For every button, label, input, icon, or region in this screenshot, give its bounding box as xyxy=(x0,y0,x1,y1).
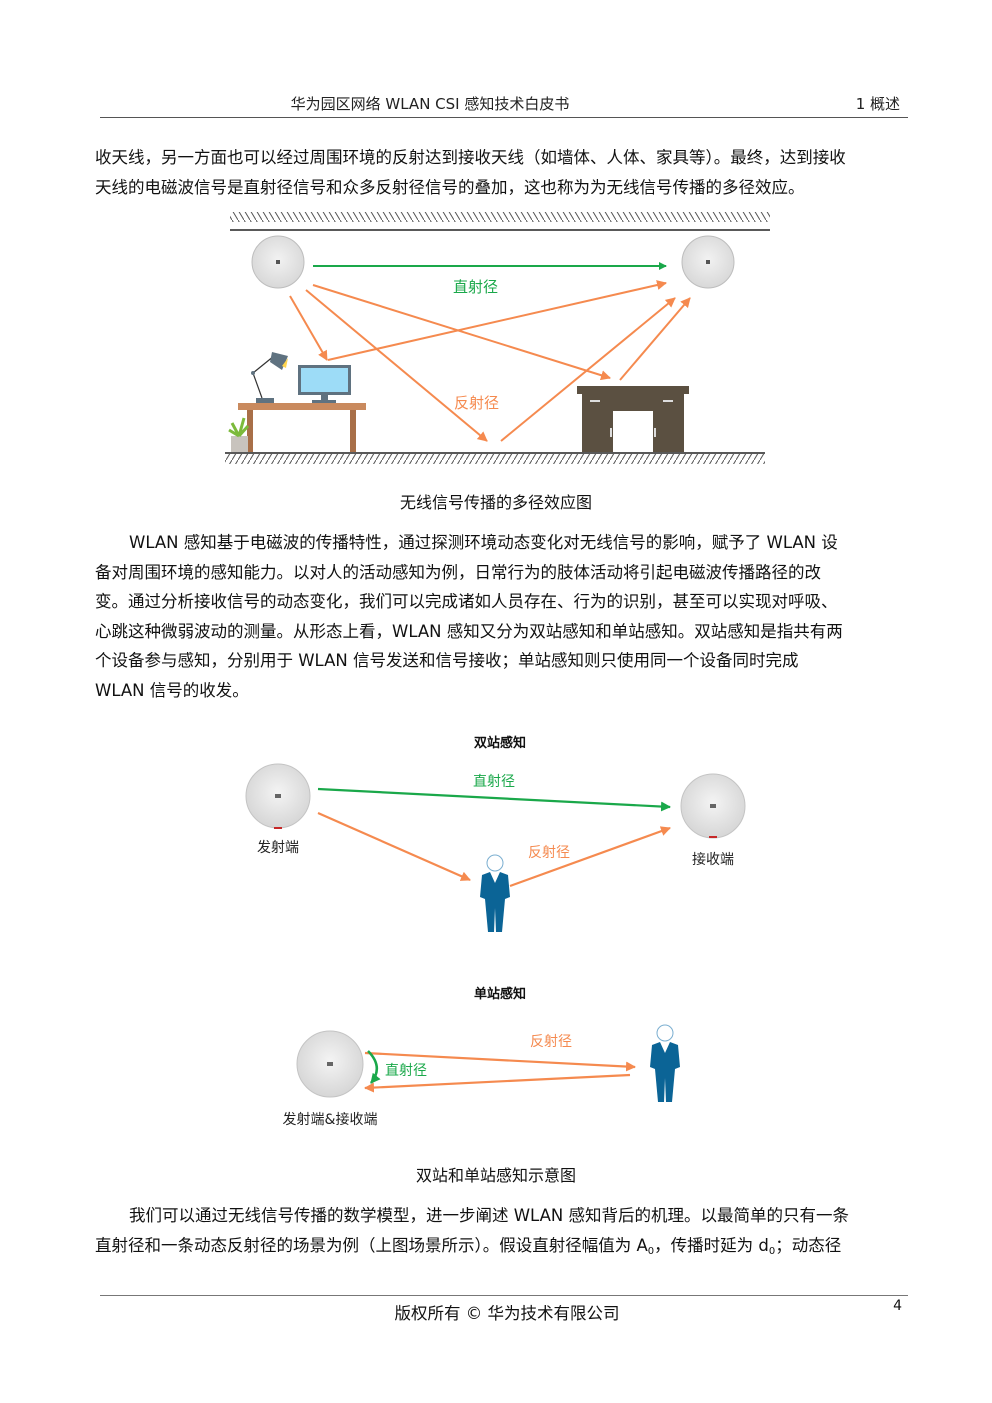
access-point-transmitter-icon xyxy=(251,235,305,289)
cabinet-desk-illustration xyxy=(577,386,689,452)
text-line: 备对周围环境的感知能力。以对人的活动感知为例，日常行为的肢体活动将引起电磁波传播… xyxy=(95,562,821,582)
transmitter-label: 发射端 xyxy=(257,840,299,856)
monostatic-direct-label: 直射径 xyxy=(385,1062,427,1079)
paragraph-multipath-intro: 收天线，另一方面也可以经过周围环境的反射达到接收天线（如墙体、人体、家具等）。最… xyxy=(95,143,905,202)
header-divider xyxy=(100,117,908,118)
subscript: 0 xyxy=(768,1245,776,1257)
reflect-arrow xyxy=(305,289,488,442)
page-number: 4 xyxy=(893,1298,902,1314)
text-line: 个设备参与感知，分别用于 WLAN 信号发送和信号接收；单站感知则只使用同一个设… xyxy=(95,651,799,670)
bistatic-receiver-ap-icon xyxy=(680,773,746,839)
figure1-caption: 无线信号传播的多径效应图 xyxy=(399,493,592,512)
monostatic-reflect-label: 反射径 xyxy=(530,1034,572,1050)
reflected-path-arrows xyxy=(289,280,691,442)
office-desk-illustration xyxy=(228,352,366,452)
reflect-arrow xyxy=(312,284,611,381)
text-line: WLAN 感知基于电磁波的传播特性，通过探测环境动态变化对无线信号的影响，赋予了… xyxy=(129,533,838,552)
bistatic-direct-arrow xyxy=(317,787,671,812)
bistatic-reflect-label: 反射径 xyxy=(528,845,570,861)
text-line: 直射径和一条动态反射径的场景为例（上图场景所示）。假设直射径幅值为 A0，传播时… xyxy=(95,1231,905,1267)
access-point-receiver-icon xyxy=(681,235,735,289)
monostatic-direct-curved-arrow xyxy=(367,1050,381,1084)
reflected-path-label: 反射径 xyxy=(454,394,499,412)
monostatic-reflect-arrow-out xyxy=(364,1051,636,1072)
reflect-arrow xyxy=(289,295,328,361)
bistatic-direct-label: 直射径 xyxy=(473,773,515,790)
text-fragment: 直射径和一条动态反射径的场景为例（上图场景所示）。假设直射径幅值为 A xyxy=(95,1235,648,1255)
running-header-title: 华为园区网络 WLAN CSI 感知技术白皮书 xyxy=(290,95,570,113)
multipath-diagram: 直射径 反射径 xyxy=(225,212,770,464)
running-header-chapter: 1 概述 xyxy=(855,95,900,113)
reflect-arrow xyxy=(500,297,676,442)
sensing-modes-diagram: 双站感知 发射端 接收端 直射径 反射径 单站感知 发射端&接收端 反射径 直射… xyxy=(245,735,746,1128)
text-line: 心跳这种微弱波动的测量。从形态上看，WLAN 感知又分为双站感知和单站感知。双站… xyxy=(95,621,843,641)
monostatic-reflect-arrow-in xyxy=(364,1073,631,1093)
floor-hatch xyxy=(225,454,765,464)
bistatic-title: 双站感知 xyxy=(474,735,526,751)
monostatic-title: 单站感知 xyxy=(474,986,526,1002)
transceiver-label: 发射端&接收端 xyxy=(283,1111,378,1128)
subscript: 0 xyxy=(647,1245,655,1257)
bistatic-reflect-arrow-out xyxy=(509,826,671,888)
reflect-arrow xyxy=(327,280,667,361)
bistatic-transmitter-ap-icon xyxy=(245,763,311,829)
text-line: WLAN 信号的收发。 xyxy=(95,680,249,700)
text-line: 变。通过分析接收信号的动态变化，我们可以完成诸如人员存在、行为的识别，甚至可以实… xyxy=(95,592,838,611)
direct-path-label: 直射径 xyxy=(453,278,498,296)
footer-copyright: 版权所有 © 华为技术有限公司 xyxy=(394,1304,620,1323)
paragraph-math-model: 我们可以通过无线信号传播的数学模型，进一步阐述 WLAN 感知背后的机理。以最简… xyxy=(95,1201,905,1266)
text-line: 天线的电磁波信号是直射径信号和众多反射径信号的叠加，这也称为为无线信号传播的多径… xyxy=(95,177,805,197)
bistatic-reflect-arrow-in xyxy=(317,811,471,882)
text-fragment: ，传播时延为 d xyxy=(654,1235,769,1255)
text-line: 我们可以通过无线信号传播的数学模型，进一步阐述 WLAN 感知背后的机理。以最简… xyxy=(129,1206,850,1225)
reflect-arrow xyxy=(619,297,691,381)
ceiling-hatch xyxy=(230,212,770,222)
text-fragment: ；动态径 xyxy=(775,1235,842,1255)
paragraph-wlan-sensing: WLAN 感知基于电磁波的传播特性，通过探测环境动态变化对无线信号的影响，赋予了… xyxy=(95,528,905,705)
footer-divider xyxy=(100,1295,908,1296)
monostatic-ap-icon xyxy=(296,1030,364,1098)
person-icon xyxy=(480,854,510,932)
figure2-caption: 双站和单站感知示意图 xyxy=(415,1166,576,1185)
person-icon xyxy=(650,1024,680,1102)
text-line: 收天线，另一方面也可以经过周围环境的反射达到接收天线（如墙体、人体、家具等）。最… xyxy=(95,148,846,167)
receiver-label: 接收端 xyxy=(692,851,734,868)
